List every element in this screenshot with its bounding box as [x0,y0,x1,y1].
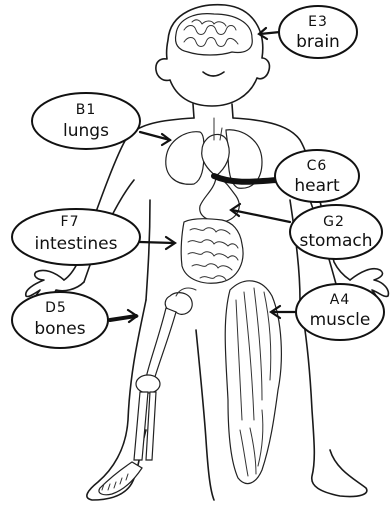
brain-organ [176,14,253,55]
label-stomach-code: G2 [323,214,345,230]
label-lungs-name: lungs [63,121,109,141]
label-lungs: B1 lungs [32,93,140,149]
label-intestines: F7 intestines [12,209,140,265]
label-bones: D5 bones [12,292,108,348]
label-heart: C6 heart [275,150,359,202]
label-muscle: A4 muscle [296,284,384,340]
label-brain-code: E3 [308,14,328,30]
label-heart-name: heart [294,176,340,196]
intestines-organ [181,219,243,284]
label-intestines-name: intestines [35,234,118,254]
label-bones-code: D5 [45,300,67,316]
label-lungs-code: B1 [76,102,97,118]
arrow-lungs [140,132,170,145]
label-stomach: G2 stomach [290,205,382,259]
arrow-stomach [231,204,290,222]
label-brain-name: brain [296,32,340,52]
label-bones-name: bones [34,319,85,339]
heart-organ [202,128,230,176]
label-stomach-name: stomach [299,231,372,251]
label-intestines-code: F7 [61,214,80,230]
arrow-bones [110,310,137,322]
label-heart-code: C6 [307,158,328,174]
arrow-intestines [140,237,175,249]
label-muscle-name: muscle [310,310,371,330]
label-brain: E3 brain [279,6,357,58]
stomach-organ [200,178,239,222]
label-muscle-code: A4 [330,292,350,308]
